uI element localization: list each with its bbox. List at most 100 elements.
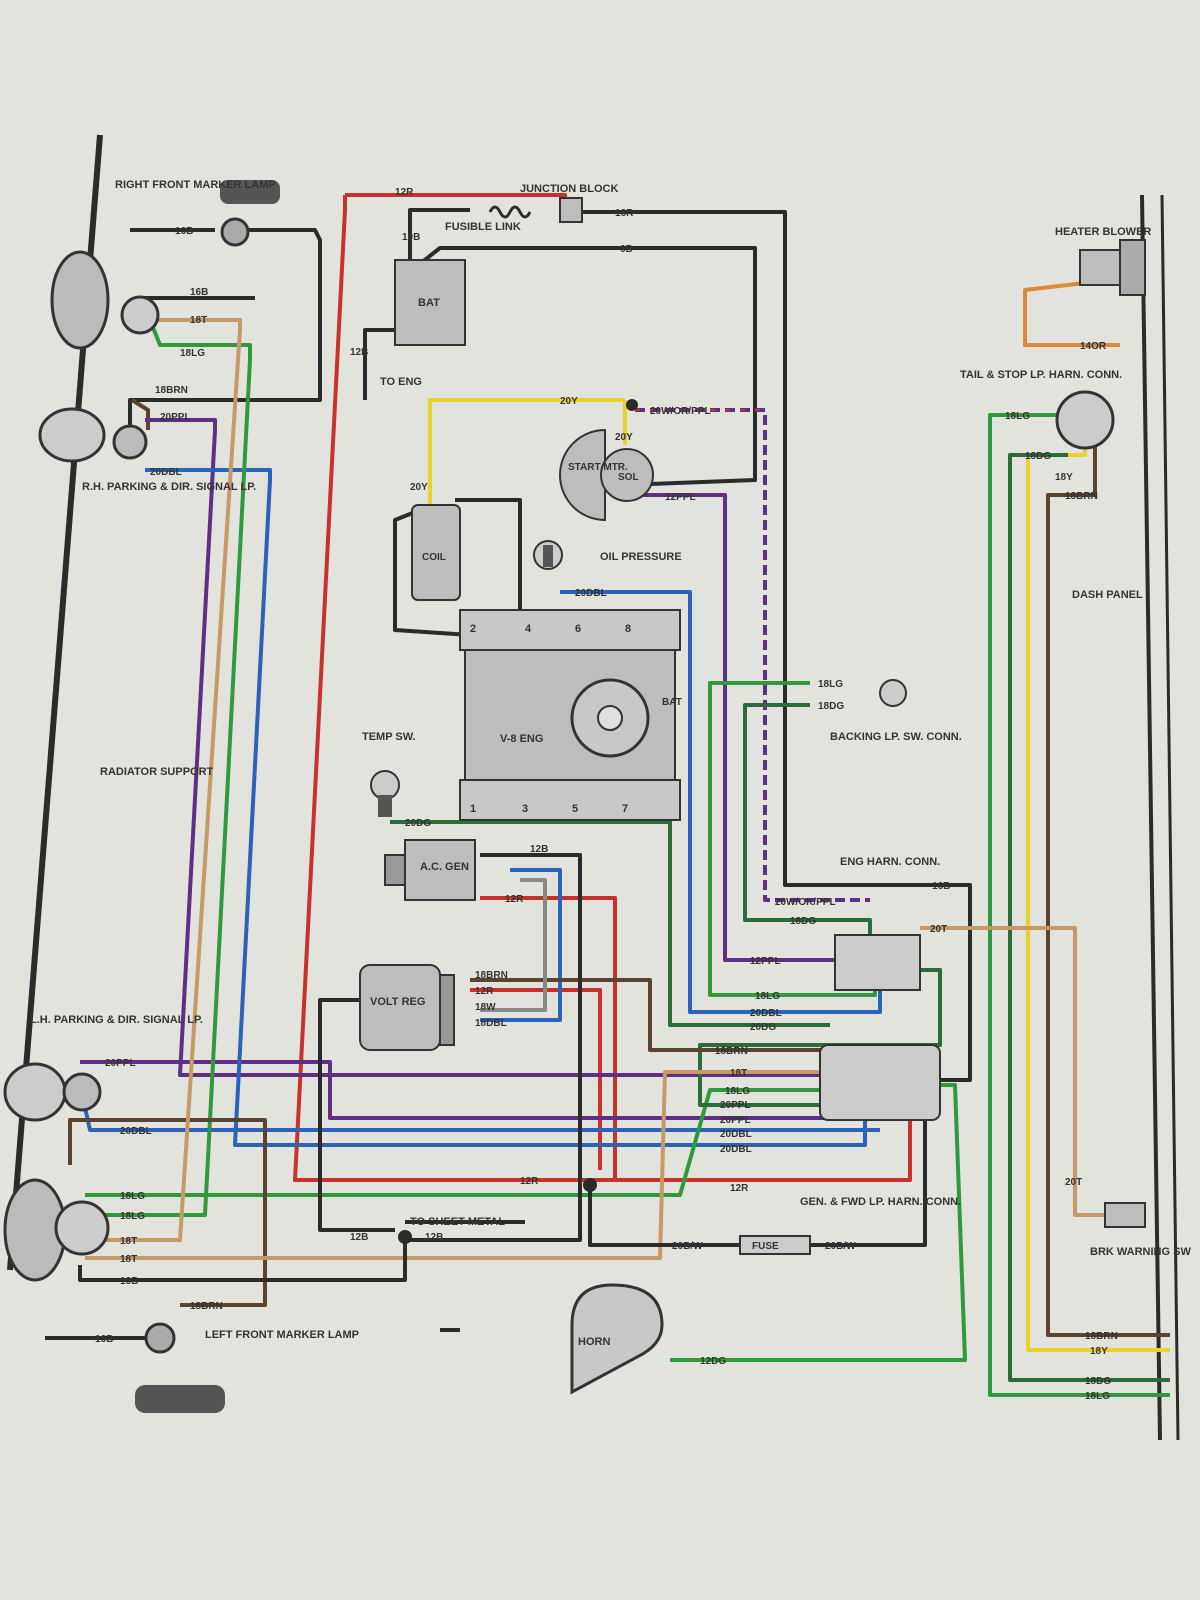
wire-label: 20B/W — [672, 1241, 703, 1252]
wire-label: 12DG — [700, 1356, 726, 1367]
wire-coil-dist — [393, 508, 471, 637]
label-volt-reg: VOLT REG — [370, 996, 425, 1008]
wire-label: 18BRN — [190, 1301, 223, 1312]
wire-12r-reg — [470, 988, 602, 1170]
wire-label: 18DG — [1025, 451, 1051, 462]
wire-18lg-rh — [85, 319, 252, 1217]
label-to-eng: TO ENG — [380, 376, 422, 388]
wire-label: 20PPL — [160, 412, 191, 423]
wire-label: 20DBL — [720, 1129, 752, 1140]
wire-18w-reg — [480, 878, 547, 1012]
start-motor — [559, 428, 606, 522]
junction-dot — [626, 399, 638, 411]
generator-pulley-icon — [384, 854, 406, 886]
label-fuse: FUSE — [752, 1241, 779, 1252]
wire-18dg-r — [1008, 453, 1170, 1382]
label-dash-panel: DASH PANEL — [1072, 589, 1143, 601]
wire-12ppl — [630, 493, 840, 962]
dash-panel-edge — [1140, 194, 1162, 1441]
label-right-front-marker-lamp: RIGHT FRONT MARKER LAMP — [115, 179, 276, 191]
wire-label: 18T — [120, 1236, 137, 1247]
wire-label: 20DBL — [750, 1008, 782, 1019]
wire-label: 12R — [475, 986, 494, 997]
label-sol: SOL — [618, 472, 639, 483]
bulb-socket-icon — [220, 217, 250, 247]
wire-16b-lh — [78, 1240, 407, 1282]
label-fusible-link: FUSIBLE LINK — [445, 221, 521, 233]
wire-label: 12B — [350, 347, 368, 358]
wire-label: 18Y — [1090, 1346, 1108, 1357]
wire-14or — [1023, 278, 1120, 347]
wire-label: 18LG — [818, 679, 843, 690]
label-heater-blower: HEATER BLOWER — [1055, 226, 1151, 238]
v8-engine — [459, 609, 681, 821]
cylinder-2: 2 — [470, 623, 476, 635]
wire-label: 18Y — [1055, 472, 1073, 483]
wire-label: 12R — [505, 894, 524, 905]
wire-20ppl-rh — [145, 418, 850, 1077]
wire-18dbl-reg — [480, 868, 562, 1022]
wire-label: 18LG — [180, 348, 205, 359]
battery — [394, 259, 466, 346]
parking-lamp-icon — [38, 407, 106, 463]
wire-6b — [410, 246, 757, 486]
wire-label: 16B — [120, 1276, 138, 1287]
wire-label: 18DG — [818, 701, 844, 712]
wire-label: 12R — [730, 1183, 749, 1194]
parking-lamp-icon — [3, 1062, 67, 1122]
wire-12r-gen — [480, 896, 617, 1180]
wire-18brn-rh — [130, 398, 150, 430]
bulb-socket-icon — [62, 1072, 102, 1112]
wire-16b-eng — [580, 210, 972, 1082]
wire-label: 18T — [730, 1068, 747, 1079]
wire-label: 20Y — [560, 396, 578, 407]
wire-label: 20PPL — [720, 1100, 751, 1111]
wire-label: 18T — [120, 1254, 137, 1265]
fuse — [739, 1235, 811, 1255]
ignition-coil — [411, 504, 461, 601]
wire-12r-top — [345, 193, 567, 205]
wires — [45, 193, 1170, 1397]
wire-12dg-horn — [670, 1083, 967, 1362]
wire-12b-bat — [363, 328, 405, 400]
wire-label: 18LG — [120, 1211, 145, 1222]
wire-label: 16B — [175, 226, 193, 237]
junction-block — [559, 197, 583, 223]
bulb-socket-icon — [112, 424, 148, 460]
label-engine: V-8 ENG — [500, 733, 543, 745]
heater-blower-housing — [1119, 239, 1146, 296]
headlamp-socket-icon — [54, 1200, 110, 1256]
wire-label: 20DBL — [575, 588, 607, 599]
wire-label: 20T — [930, 924, 947, 935]
engine-head-bottom — [459, 779, 681, 821]
label-oil-pressure: OIL PRESSURE — [600, 551, 682, 563]
cylinder-1: 1 — [470, 803, 476, 815]
label-ac-gen: A.C. GEN — [420, 861, 469, 873]
oil-pressure-stem-icon — [543, 545, 553, 567]
distributor-rotor-icon — [597, 705, 623, 731]
brake-warning-switch — [1104, 1202, 1146, 1228]
wire-label: 18DBL — [475, 1018, 507, 1029]
label-radiator-support: RADIATOR SUPPORT — [100, 766, 214, 778]
temp-switch — [370, 770, 400, 817]
rh-parking-lamp — [38, 250, 160, 463]
cylinder-8: 8 — [625, 623, 631, 635]
backing-lamp-connector — [879, 679, 907, 707]
label-brk-warning: BRK WARNING SW — [1090, 1246, 1191, 1258]
wire-label: 16B — [932, 881, 950, 892]
wire-label: 12PPL — [665, 492, 696, 503]
wire-label: 12B — [425, 1232, 443, 1243]
wire-18t-rh — [85, 318, 242, 1242]
wire-label: 20T — [1065, 1177, 1082, 1188]
wire-label: 18BRN — [715, 1046, 748, 1057]
oil-pressure-switch — [533, 540, 563, 570]
wire-18brn-lfm — [68, 1118, 267, 1307]
tail-stop-connector — [1055, 390, 1115, 450]
label-gen-fwd-harn: GEN. & FWD LP. HARN. CONN. — [800, 1196, 961, 1208]
components — [3, 180, 1146, 1413]
bulb-socket-icon — [120, 295, 160, 335]
wire-label: 16B — [95, 1334, 113, 1345]
heater-blower-motor — [1079, 249, 1126, 286]
wire-label: 10B — [402, 232, 420, 243]
